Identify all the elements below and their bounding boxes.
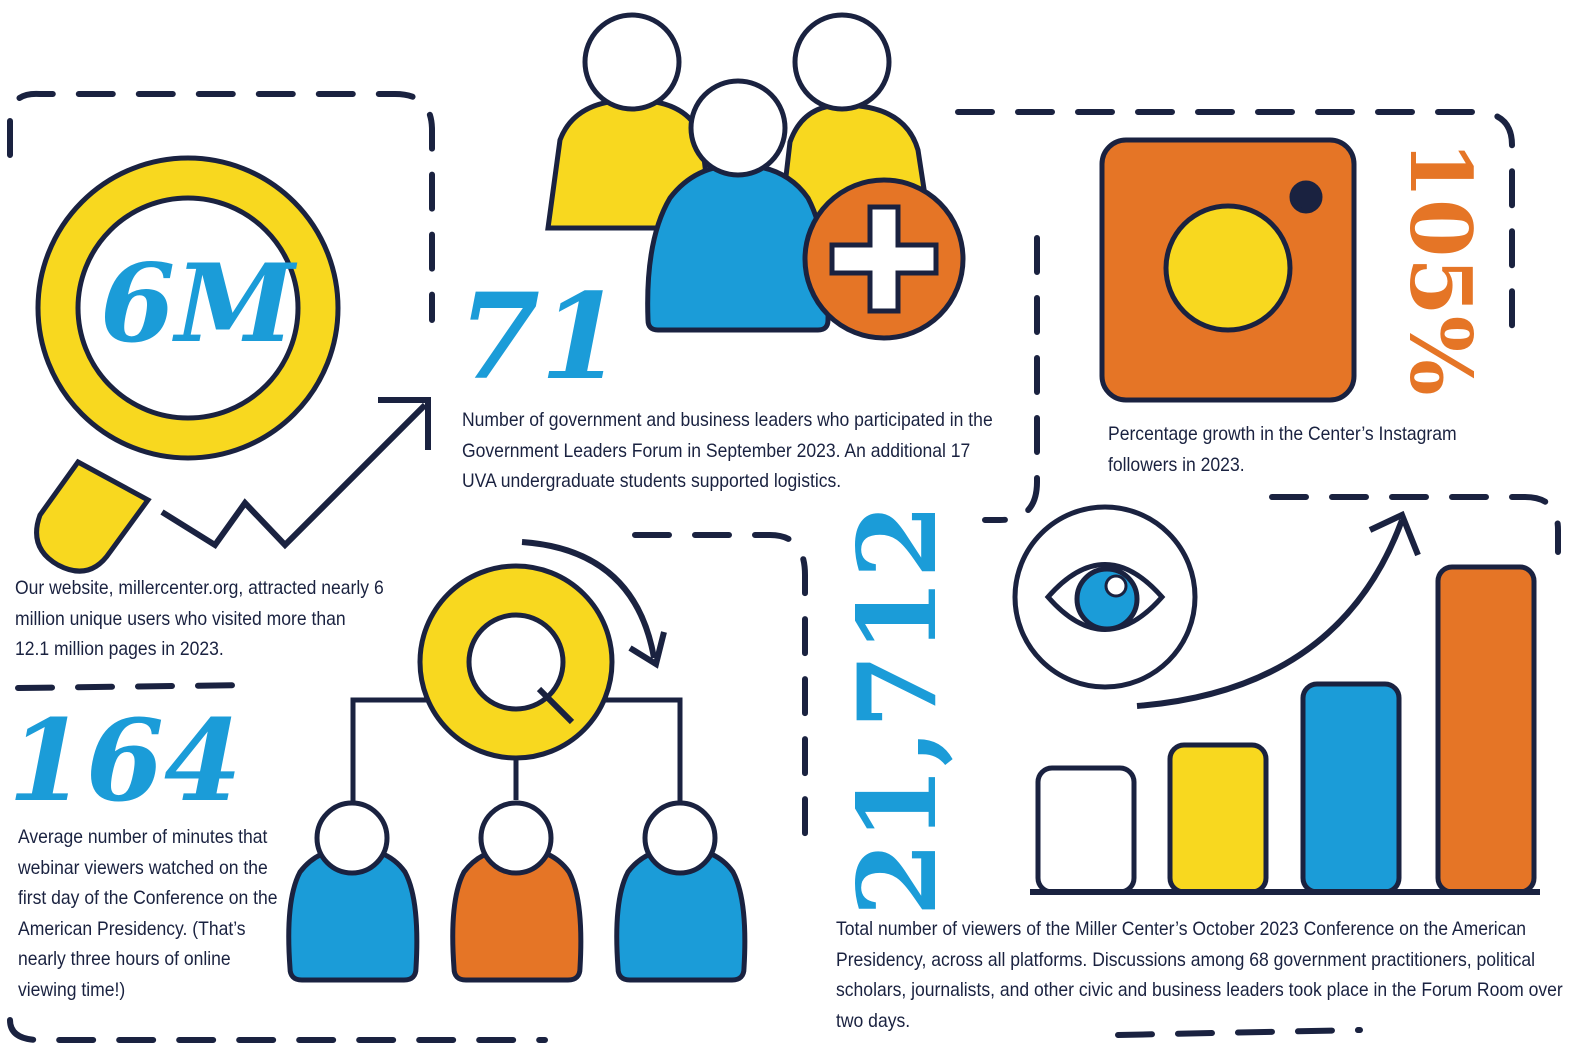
bar-growth-icon <box>1030 510 1540 895</box>
trend-arrow-icon <box>160 397 431 550</box>
people-add-icon <box>545 12 966 341</box>
conference-stat-value: 21,712 <box>835 503 961 917</box>
forum-stat-value: 71 <box>458 267 623 406</box>
instagram-icon <box>1099 137 1357 403</box>
dashed-frame-conference <box>632 532 808 843</box>
dashed-frame-website <box>7 90 435 323</box>
dashed-frame-instagram-left <box>982 235 1040 523</box>
webinar-stat-value: 164 <box>8 696 242 827</box>
instagram-stat-value: 105% <box>1391 140 1490 396</box>
instagram-stat-description: Percentage growth in the Center’s Instag… <box>1108 423 1457 476</box>
dashed-line-webinar-bottom <box>7 1017 548 1043</box>
dashed-line-webinar-top <box>15 682 258 691</box>
eye-icon <box>1012 504 1198 690</box>
webinar-stat-description: Average number of minutes that webinar v… <box>18 826 278 1001</box>
dashed-line-bottom-right <box>1115 1027 1363 1038</box>
dashed-frame-instagram <box>955 109 1515 333</box>
forum-stat-description: Number of government and business leader… <box>462 409 993 492</box>
website-stat-value: 6M <box>100 241 295 367</box>
magnifier-icon <box>34 155 341 574</box>
hierarchy-search-icon <box>286 539 748 983</box>
conference-stat-description: Total number of viewers of the Miller Ce… <box>836 918 1563 1032</box>
dashed-frame-bars <box>1269 494 1561 555</box>
website-stat-description: Our website, millercenter.org, attracted… <box>15 577 384 660</box>
